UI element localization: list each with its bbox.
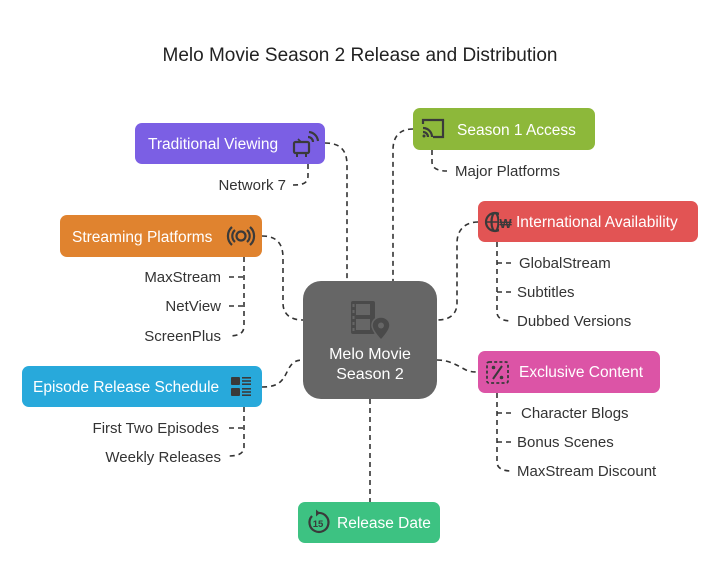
- tv-icon: [292, 130, 320, 157]
- branch-season-1-access[interactable]: Season 1 Access: [413, 108, 595, 150]
- leaf-connector-season-1-access: [431, 150, 448, 172]
- leaf-network-7: Network 7: [218, 177, 286, 194]
- branch-traditional-viewing[interactable]: Traditional Viewing: [135, 123, 325, 164]
- connector-season-1-access: [392, 128, 414, 281]
- connector-exclusive-content: [436, 359, 479, 373]
- globe-currency-icon: ₩: [484, 211, 512, 233]
- connectors: [228, 128, 513, 502]
- svg-text:₩: ₩: [499, 216, 512, 231]
- leaf-maxstream-discount: MaxStream Discount: [517, 463, 657, 480]
- branch-label: Season 1 Access: [457, 122, 576, 139]
- center-title-line1: Melo Movie: [329, 346, 411, 363]
- leaf-character-blogs: Character Blogs: [521, 405, 629, 422]
- svg-text:15: 15: [313, 519, 324, 530]
- leaf-first-two-episodes: First Two Episodes: [93, 420, 219, 437]
- branch-streaming-platforms[interactable]: Streaming Platforms: [60, 215, 262, 257]
- branch-label: Exclusive Content: [519, 364, 644, 381]
- leaf-subtitles: Subtitles: [517, 284, 575, 301]
- center-node[interactable]: Melo Movie Season 2: [303, 281, 437, 399]
- leaf-dubbed-versions: Dubbed Versions: [517, 313, 631, 330]
- branch-label: Episode Release Schedule: [33, 379, 219, 396]
- film-location-icon: [351, 301, 391, 342]
- leaf-bonus-scenes: Bonus Scenes: [517, 434, 614, 451]
- leaf-globalstream: GlobalStream: [519, 255, 611, 272]
- broadcast-icon: [226, 226, 256, 246]
- center-title-line2: Season 2: [336, 366, 404, 383]
- connector-streaming-platforms: [261, 235, 304, 321]
- leaf-screenplus: ScreenPlus: [144, 328, 221, 345]
- connector-episode-release-schedule: [261, 359, 304, 388]
- branch-label: Streaming Platforms: [72, 229, 213, 246]
- branch-release-date[interactable]: 15 Release Date: [298, 502, 440, 543]
- cast-icon: [421, 118, 445, 139]
- connector-traditional-viewing: [324, 142, 348, 281]
- leaf-connector-international-availability: [496, 242, 513, 322]
- list-view-icon: [231, 377, 251, 396]
- branch-episode-release-schedule[interactable]: Episode Release Schedule: [22, 366, 262, 407]
- leaf-maxstream: MaxStream: [144, 269, 221, 286]
- discount-icon: [486, 361, 509, 384]
- replay-15-icon: 15: [308, 509, 330, 534]
- leaf-major-platforms: Major Platforms: [455, 163, 560, 180]
- branch-international-availability[interactable]: ₩ International Availability: [478, 201, 698, 242]
- leaf-weekly-releases: Weekly Releases: [105, 449, 221, 466]
- leaf-connector-exclusive-content: [496, 393, 513, 472]
- branch-label: Release Date: [337, 515, 431, 532]
- branch-label: International Availability: [516, 214, 678, 231]
- branch-exclusive-content[interactable]: Exclusive Content: [478, 351, 660, 393]
- leaf-connector-traditional-viewing: [292, 164, 309, 186]
- diagram-title: Melo Movie Season 2 Release and Distribu…: [163, 45, 558, 66]
- leaf-connector-episode-release-schedule: [228, 407, 245, 457]
- connector-international-availability: [436, 221, 479, 321]
- leaf-netview: NetView: [165, 298, 221, 315]
- leaf-connector-streaming-platforms: [228, 257, 245, 337]
- branch-label: Traditional Viewing: [148, 136, 278, 153]
